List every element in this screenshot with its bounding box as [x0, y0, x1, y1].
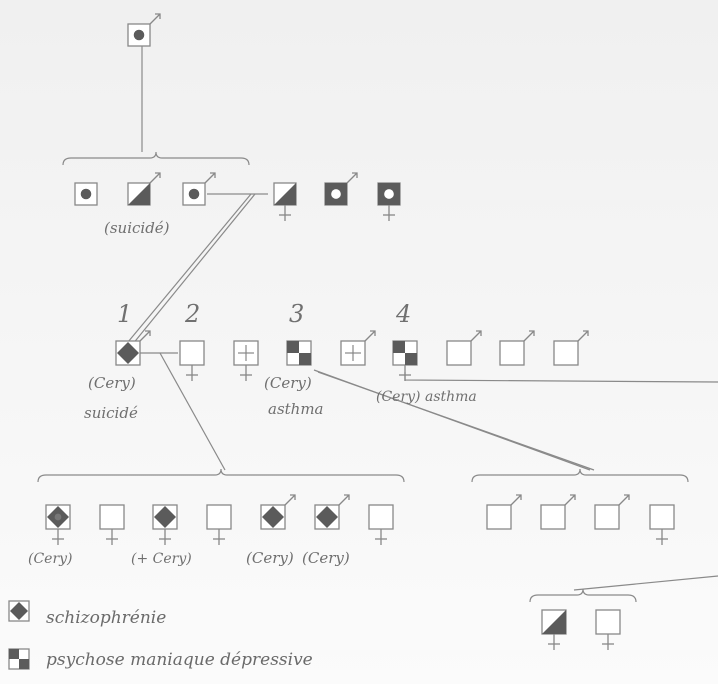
female-symbol-icon [398, 364, 412, 382]
male-symbol-icon [364, 330, 376, 342]
person-1 [115, 330, 151, 366]
gen3-right-descent-line-b [317, 371, 595, 471]
child5-name: (Cery) [246, 549, 294, 567]
gen4-right-extension-line [573, 575, 718, 591]
child-4 [206, 504, 232, 546]
person-3b [340, 330, 376, 366]
child1-name: (Cery) [28, 551, 73, 567]
child-1 [45, 504, 71, 546]
male-symbol-icon [149, 172, 161, 184]
person1-note: suicidé [84, 404, 138, 422]
legend-schizophrenia-label: schizophrénie [46, 608, 167, 628]
male-symbol-icon [470, 330, 482, 342]
gen2-child-1 [74, 182, 98, 206]
person4-marriage-line [404, 372, 718, 383]
child-r3 [594, 494, 630, 530]
male-symbol-icon [510, 494, 522, 506]
child-5 [260, 494, 296, 530]
female-symbol-icon [212, 528, 226, 546]
female-symbol-icon [239, 364, 253, 382]
gen5-child-2 [595, 609, 621, 651]
gen2-child-6 [377, 182, 401, 222]
number-2: 2 [185, 300, 201, 328]
gen2-child-3 [182, 172, 216, 206]
child3-name: (+ Cery) [131, 551, 192, 567]
gen2-suicide-label: (suicidé) [104, 219, 170, 237]
gen2-to-gen3-line [127, 193, 252, 343]
gen3-male-2 [499, 330, 535, 366]
person-2b [233, 340, 259, 382]
legend-checker-icon [8, 648, 30, 670]
gen3-descent-line [159, 352, 226, 471]
legend-manic-depressive-label: psychose maniaque dépressive [46, 650, 313, 670]
child-r4 [649, 504, 675, 546]
person-4 [392, 340, 418, 382]
female-symbol-icon [105, 528, 119, 546]
person1-name: (Cery) [88, 374, 136, 392]
male-symbol-icon [346, 172, 358, 184]
child-6 [314, 494, 350, 530]
gen3-male-3 [553, 330, 589, 366]
male-symbol-icon [149, 13, 161, 25]
child-3 [152, 504, 178, 546]
male-symbol-icon [618, 494, 630, 506]
individuals-layer [45, 13, 675, 651]
child-7 [368, 504, 394, 546]
female-symbol-icon [382, 204, 396, 222]
gen2-child-5 [324, 172, 358, 206]
gen3-male-1 [446, 330, 482, 366]
legend-diamond-icon [8, 600, 30, 622]
child-r1 [486, 494, 522, 530]
female-symbol-icon [278, 204, 292, 222]
gen4-right-brace [471, 468, 689, 483]
number-3: 3 [289, 300, 305, 328]
person4-note: (Cery) asthma [376, 389, 477, 405]
female-symbol-icon [185, 364, 199, 382]
number-1: 1 [117, 300, 133, 328]
male-symbol-icon [338, 494, 350, 506]
founder-male [127, 13, 161, 47]
female-symbol-icon [655, 528, 669, 546]
female-symbol-icon [547, 633, 561, 651]
female-symbol-icon [374, 528, 388, 546]
female-symbol-icon [601, 633, 615, 651]
person3-name: (Cery) [264, 374, 312, 392]
female-symbol-icon [158, 528, 172, 546]
number-4: 4 [396, 300, 412, 328]
child-2 [99, 504, 125, 546]
male-symbol-icon [577, 330, 589, 342]
person3-note: asthma [268, 400, 324, 418]
gen2-spouse-female [273, 182, 297, 222]
gen2-child-2 [127, 172, 161, 206]
male-symbol-icon [523, 330, 535, 342]
female-symbol-icon [51, 528, 65, 546]
gen4-left-brace [37, 468, 405, 483]
gen5-child-1 [541, 609, 567, 651]
male-symbol-icon [564, 494, 576, 506]
person-3 [286, 340, 312, 366]
male-symbol-icon [204, 172, 216, 184]
child6-name: (Cery) [302, 549, 350, 567]
gen2-brace [62, 151, 250, 166]
child-r2 [540, 494, 576, 530]
gen2-to-gen3-line-b [131, 193, 256, 346]
person-2 [179, 340, 205, 382]
gen5-brace [529, 588, 637, 603]
male-symbol-icon [284, 494, 296, 506]
